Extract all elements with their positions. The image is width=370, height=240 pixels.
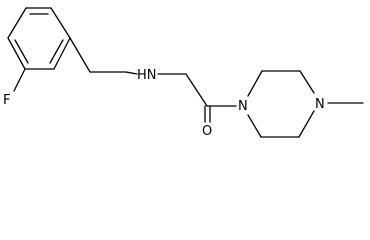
ring-bond: [7, 7, 27, 39]
ring-bond: [298, 110, 315, 138]
chain-bond: [69, 37, 91, 73]
ring-bond: [299, 70, 315, 94]
ring-bond: [247, 70, 263, 97]
c-f-bond: [13, 68, 26, 92]
ring-bond: [247, 114, 262, 138]
chain-bond: [125, 71, 138, 75]
piperazine-ring: [247, 70, 315, 138]
ring-bond: [50, 7, 71, 39]
carbonyl-oxygen-label: O: [202, 124, 212, 139]
piperazine-n1-label: N: [238, 99, 248, 114]
ring-double-bond: [49, 39, 64, 64]
benzene-ring: [7, 7, 71, 70]
ring-bond: [7, 37, 26, 70]
ring-double-bond: [14, 39, 29, 64]
chemical-structure: F HN O N N: [3, 7, 364, 139]
chain-bond: [185, 73, 208, 107]
fluorine-label: F: [3, 93, 10, 108]
piperazine-n4-label: N: [315, 97, 325, 112]
ring-bond: [53, 37, 71, 70]
amine-nh-label: HN: [137, 68, 157, 83]
